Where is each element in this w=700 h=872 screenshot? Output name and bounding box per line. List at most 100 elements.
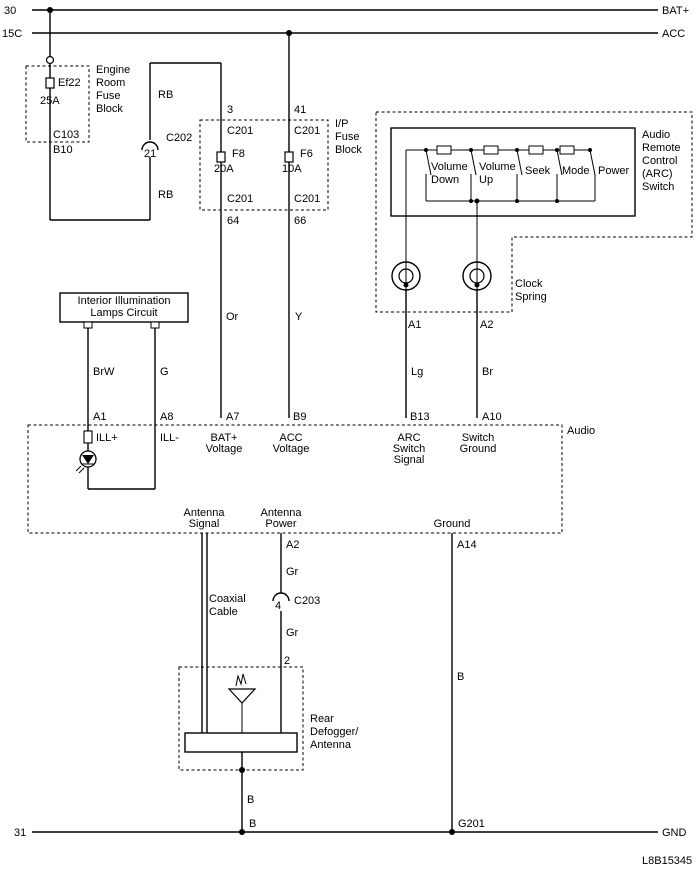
- bus-bat-number: 30: [4, 5, 16, 17]
- button-volume-up-line-1: Volume: [479, 161, 516, 173]
- arc-switch-line-5: Switch: [642, 181, 674, 193]
- f6-out-pin: 66: [294, 215, 306, 227]
- wire-rb-top: RB: [158, 89, 173, 101]
- f8-out-pin: 64: [227, 215, 239, 227]
- fuse-f8-rating: 20A: [214, 163, 234, 175]
- bus-bat: 30 BAT+: [4, 5, 689, 17]
- rb-wire-loop: RB RB C202 21: [50, 62, 222, 221]
- pin-a7: A7: [226, 411, 239, 423]
- ip-fuse-block-line-3: Block: [335, 144, 362, 156]
- engine-room-fuse-block: Ef22 25A C103 B10 Engine Room Fuse Block: [25, 7, 130, 220]
- label-bat-voltage-1: BAT+: [210, 432, 237, 444]
- wire-b-bus: B: [249, 818, 256, 830]
- arc-switch-line-4: (ARC): [642, 168, 673, 180]
- ip-fuse-block-line-2: Fuse: [335, 131, 359, 143]
- c202-pin: 21: [144, 148, 156, 160]
- ip-fuse-block: I/P Fuse Block 3 C201 F8 20A C201 64 41 …: [199, 30, 362, 418]
- fuse-f6-name: F6: [300, 148, 313, 160]
- f6-connector-bottom: C201: [294, 193, 320, 205]
- wire-b-antenna: B: [247, 794, 254, 806]
- connector-c103: C103: [53, 129, 79, 141]
- bus-acc-number: 15C: [2, 28, 22, 40]
- fuse-icon: [216, 151, 226, 163]
- button-mode: Mode: [562, 165, 590, 177]
- clock-spring-line-2: Spring: [515, 291, 547, 303]
- pin-a1: A1: [93, 411, 106, 423]
- f8-in-pin: 3: [227, 104, 233, 116]
- resistor-icon: [436, 145, 452, 155]
- switch-contact-icon: [470, 149, 477, 176]
- wire-rb-bottom: RB: [158, 189, 173, 201]
- resistor-icon: [483, 145, 499, 155]
- terminal-icon: [45, 55, 55, 65]
- wire-b-ground: B: [457, 671, 464, 683]
- wire-br: Br: [482, 366, 493, 378]
- fuse-f8-name: F8: [232, 148, 245, 160]
- label-switch-ground-1: Switch: [462, 432, 494, 444]
- pin-a8: A8: [160, 411, 173, 423]
- f6-connector-top: C201: [294, 125, 320, 137]
- button-volume-down-line-1: Volume: [431, 161, 468, 173]
- antenna-section: Coaxial Cable Gr C203 4 Gr 2 Rear Defogg…: [178, 533, 359, 835]
- connector-c202: C202: [166, 132, 192, 144]
- c203-connector-icon: [272, 592, 290, 602]
- button-volume-up-line-2: Up: [479, 174, 493, 186]
- c202-connector-icon: [141, 141, 159, 151]
- clock-spring-line-1: Clock: [515, 278, 543, 290]
- arc-switch: Audio Remote Control (ARC) Switch: [375, 111, 693, 313]
- pin-a14: A14: [457, 539, 477, 551]
- audio-unit: Audio A1 A8 A7 B9 B13 A10 ILL+ ILL- BAT+…: [27, 411, 595, 551]
- label-antenna-signal-2: Signal: [189, 518, 220, 530]
- pin-b13: B13: [410, 411, 430, 423]
- button-power: Power: [598, 165, 630, 177]
- fuse-f6-rating: 10A: [282, 163, 302, 175]
- resistor-icon: [559, 145, 575, 155]
- label-ill-minus: ILL-: [160, 432, 179, 444]
- f6-in-pin: 41: [294, 104, 306, 116]
- wire-g: G: [160, 366, 169, 378]
- label-antenna-power-2: Power: [265, 518, 297, 530]
- c203-pin: 4: [275, 600, 281, 612]
- switch-contact-icon: [516, 149, 523, 176]
- fuse-icon: [284, 151, 294, 163]
- wire-gr-top: Gr: [286, 566, 299, 578]
- fuse-ef22-name: Ef22: [58, 77, 81, 89]
- pin-b9: B9: [293, 411, 306, 423]
- engine-fuse-block-line-4: Block: [96, 103, 123, 115]
- bus-gnd-label: GND: [662, 827, 687, 839]
- ip-fuse-block-line-1: I/P: [335, 118, 348, 130]
- wire-or: Or: [226, 311, 239, 323]
- bus-gnd-number: 31: [14, 827, 26, 839]
- coax-label-1: Coaxial: [209, 593, 246, 605]
- signal-wave-icon: [235, 673, 247, 687]
- defogger-grid-icon: [184, 732, 298, 753]
- clock-spring: Clock Spring A1 A2 Lg Br: [391, 261, 547, 418]
- bus-acc: 15C ACC: [2, 28, 685, 40]
- label-bat-voltage-2: Voltage: [206, 443, 243, 455]
- label-arc-signal-2: Switch: [393, 443, 425, 455]
- button-volume-down-line-2: Down: [431, 174, 459, 186]
- label-ill-plus: ILL+: [96, 432, 118, 444]
- bus-gnd: 31 GND: [14, 827, 687, 839]
- ground-g201: G201: [458, 818, 485, 830]
- arc-switch-line-2: Remote: [642, 142, 681, 154]
- label-ground: Ground: [434, 518, 471, 530]
- arc-switch-line-3: Control: [642, 155, 677, 167]
- f8-connector-bottom: C201: [227, 193, 253, 205]
- fuse-ef22-rating: 25A: [40, 95, 60, 107]
- engine-fuse-block-line-3: Fuse: [96, 90, 120, 102]
- wire-lg: Lg: [411, 366, 423, 378]
- ground-section: B G201: [449, 533, 485, 835]
- figure-id: L8B15345: [642, 855, 692, 867]
- button-seek: Seek: [525, 165, 551, 177]
- rear-defogger-line-2: Defogger/: [310, 726, 359, 738]
- f8-connector-top: C201: [227, 125, 253, 137]
- label-switch-ground-2: Ground: [460, 443, 497, 455]
- wire-gr-bottom: Gr: [286, 627, 299, 639]
- pin-a2: A2: [286, 539, 299, 551]
- engine-fuse-block-line-1: Engine: [96, 64, 130, 76]
- wire-brw: BrW: [93, 366, 115, 378]
- rear-defogger-pin: 2: [284, 655, 290, 667]
- switch-contact-icon: [425, 149, 432, 176]
- clock-spring-pin-a2: A2: [480, 319, 493, 331]
